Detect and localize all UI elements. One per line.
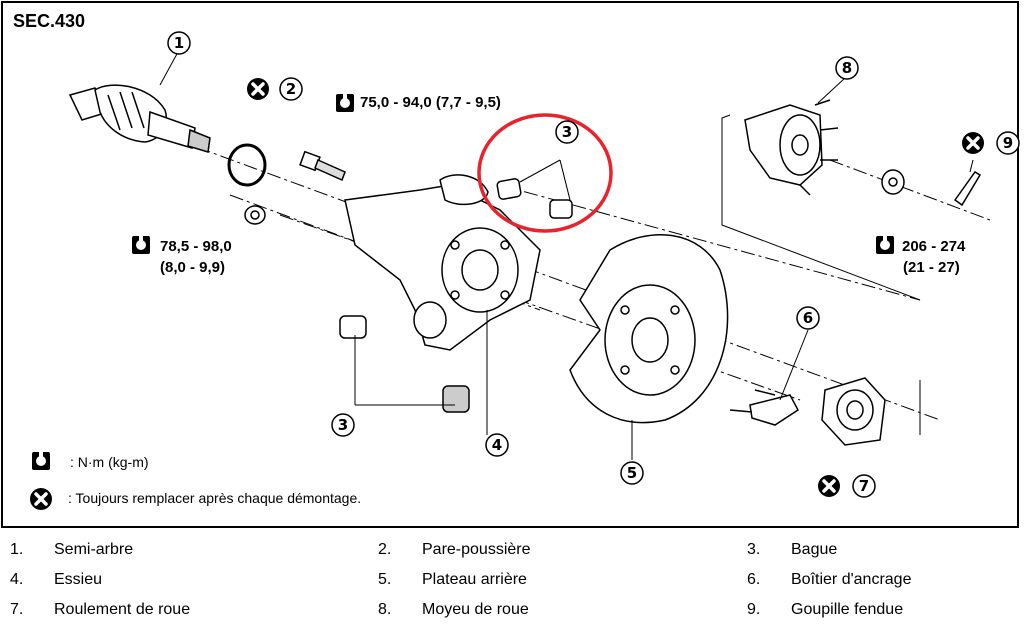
svg-text:1: 1 (174, 34, 184, 52)
axle-knuckle (344, 174, 541, 351)
anchor-block (729, 389, 799, 426)
callout-7: 7 (852, 474, 876, 498)
svg-text:7: 7 (859, 477, 869, 495)
bushing (339, 178, 573, 413)
legend-unit: : N·m (kg-m) (60, 454, 149, 470)
callout-4: 4 (485, 433, 509, 457)
callout-8: 8 (835, 56, 859, 80)
cotter-pin (953, 171, 982, 207)
callout-3-top: 3 (555, 120, 579, 144)
svg-text:3: 3 (338, 416, 348, 434)
torque-icon (876, 236, 894, 254)
svg-text:9: 9 (1003, 134, 1013, 152)
callout-6: 6 (796, 306, 820, 330)
legend-unit-text: : N·m (kg-m) (70, 454, 149, 470)
torque-label-nut-kgm: (8,0 - 9,9) (160, 259, 226, 276)
exploded-view-diagram: 1 2 3 3 4 5 6 7 8 9 (28, 31, 1020, 512)
callout-3-bottom: 3 (331, 413, 355, 437)
wheel-hub (744, 99, 905, 196)
svg-text:4: 4 (492, 436, 502, 454)
replace-icon (245, 76, 271, 102)
legend-replace-text: : Toujours remplacer après chaque démont… (68, 490, 362, 506)
dust-seal (227, 143, 267, 187)
callouts: 1 2 3 3 4 5 6 7 8 9 (167, 31, 1020, 498)
group-brackets (159, 51, 974, 460)
parts-list: 1.Semi-arbre 2.Pare-poussière 3.Bague 4.… (10, 541, 912, 618)
highlight-circle (477, 113, 613, 233)
legend-replace: : Toujours remplacer après chaque démont… (58, 490, 361, 506)
svg-text:3: 3 (562, 123, 572, 141)
callout-1: 1 (167, 31, 191, 55)
replace-icon (816, 473, 842, 499)
bolt (299, 150, 346, 182)
callout-9: 9 (996, 131, 1020, 155)
svg-text:8: 8 (842, 59, 852, 77)
nut (244, 205, 266, 225)
torque-icon (336, 94, 354, 112)
section-label: SEC.430 (13, 11, 86, 31)
wheel-bearing (821, 377, 886, 446)
svg-text:6: 6 (803, 309, 813, 327)
torque-icon (132, 236, 150, 254)
center-lines (149, 129, 991, 421)
torque-label-hub: 206 - 274 (902, 238, 966, 255)
drive-shaft (68, 84, 211, 153)
torque-label-bolt: 75,0 - 94,0 (7,7 - 9,5) (360, 94, 501, 111)
torque-label-hub-kgm: (21 - 27) (903, 259, 960, 276)
callout-2: 2 (279, 77, 303, 101)
replace-icon (28, 486, 54, 512)
svg-text:2: 2 (286, 80, 296, 98)
torque-icon (32, 452, 50, 470)
backing-plate (569, 233, 729, 424)
torque-label-nut: 78,5 - 98,0 (160, 238, 232, 255)
replace-icon (960, 130, 986, 156)
svg-text:5: 5 (627, 464, 637, 482)
callout-5: 5 (620, 461, 644, 485)
